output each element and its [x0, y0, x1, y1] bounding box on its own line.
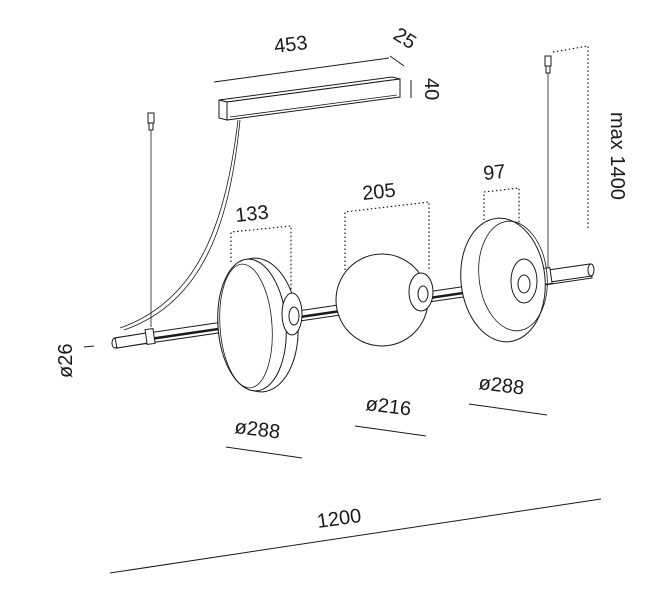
- disc-left-diameter-line: [225, 446, 303, 459]
- track-length-line: [213, 57, 390, 83]
- max-drop-label: max 1400: [606, 112, 628, 200]
- rod-diameter-label: ø26: [55, 344, 77, 378]
- power-cable: [119, 119, 239, 329]
- disc-right-depth-label: 97: [482, 161, 506, 185]
- track-depth-label: 25: [389, 24, 420, 54]
- total-length-line: [109, 498, 602, 574]
- sphere-depth-guide: [344, 201, 430, 270]
- track-height-label: 40: [420, 78, 442, 100]
- track-depth-line: [389, 55, 405, 67]
- disc-left-diameter-label: ø288: [233, 416, 281, 443]
- disc-left-depth-guide: [230, 225, 292, 292]
- ceiling-track: [218, 76, 401, 121]
- disc-right-diameter-line: [468, 403, 548, 416]
- disc-left-depth-label: 133: [234, 202, 269, 227]
- right-suspension: [544, 55, 552, 270]
- left-suspension: [147, 112, 155, 327]
- sphere-depth-label: 205: [361, 180, 396, 205]
- disc-right-diameter-label: ø288: [477, 372, 525, 399]
- left-disc-shade: [217, 257, 303, 393]
- rod-diameter-tick: [83, 345, 95, 348]
- right-disc-shade: [460, 217, 548, 343]
- sphere-diameter-line: [354, 425, 427, 437]
- sphere-diameter-label: ø216: [364, 393, 412, 420]
- sphere-shade: [335, 253, 434, 347]
- total-length-label: 1200: [316, 505, 363, 533]
- track-length-label: 453: [273, 32, 309, 58]
- max-drop-guide: [552, 45, 589, 228]
